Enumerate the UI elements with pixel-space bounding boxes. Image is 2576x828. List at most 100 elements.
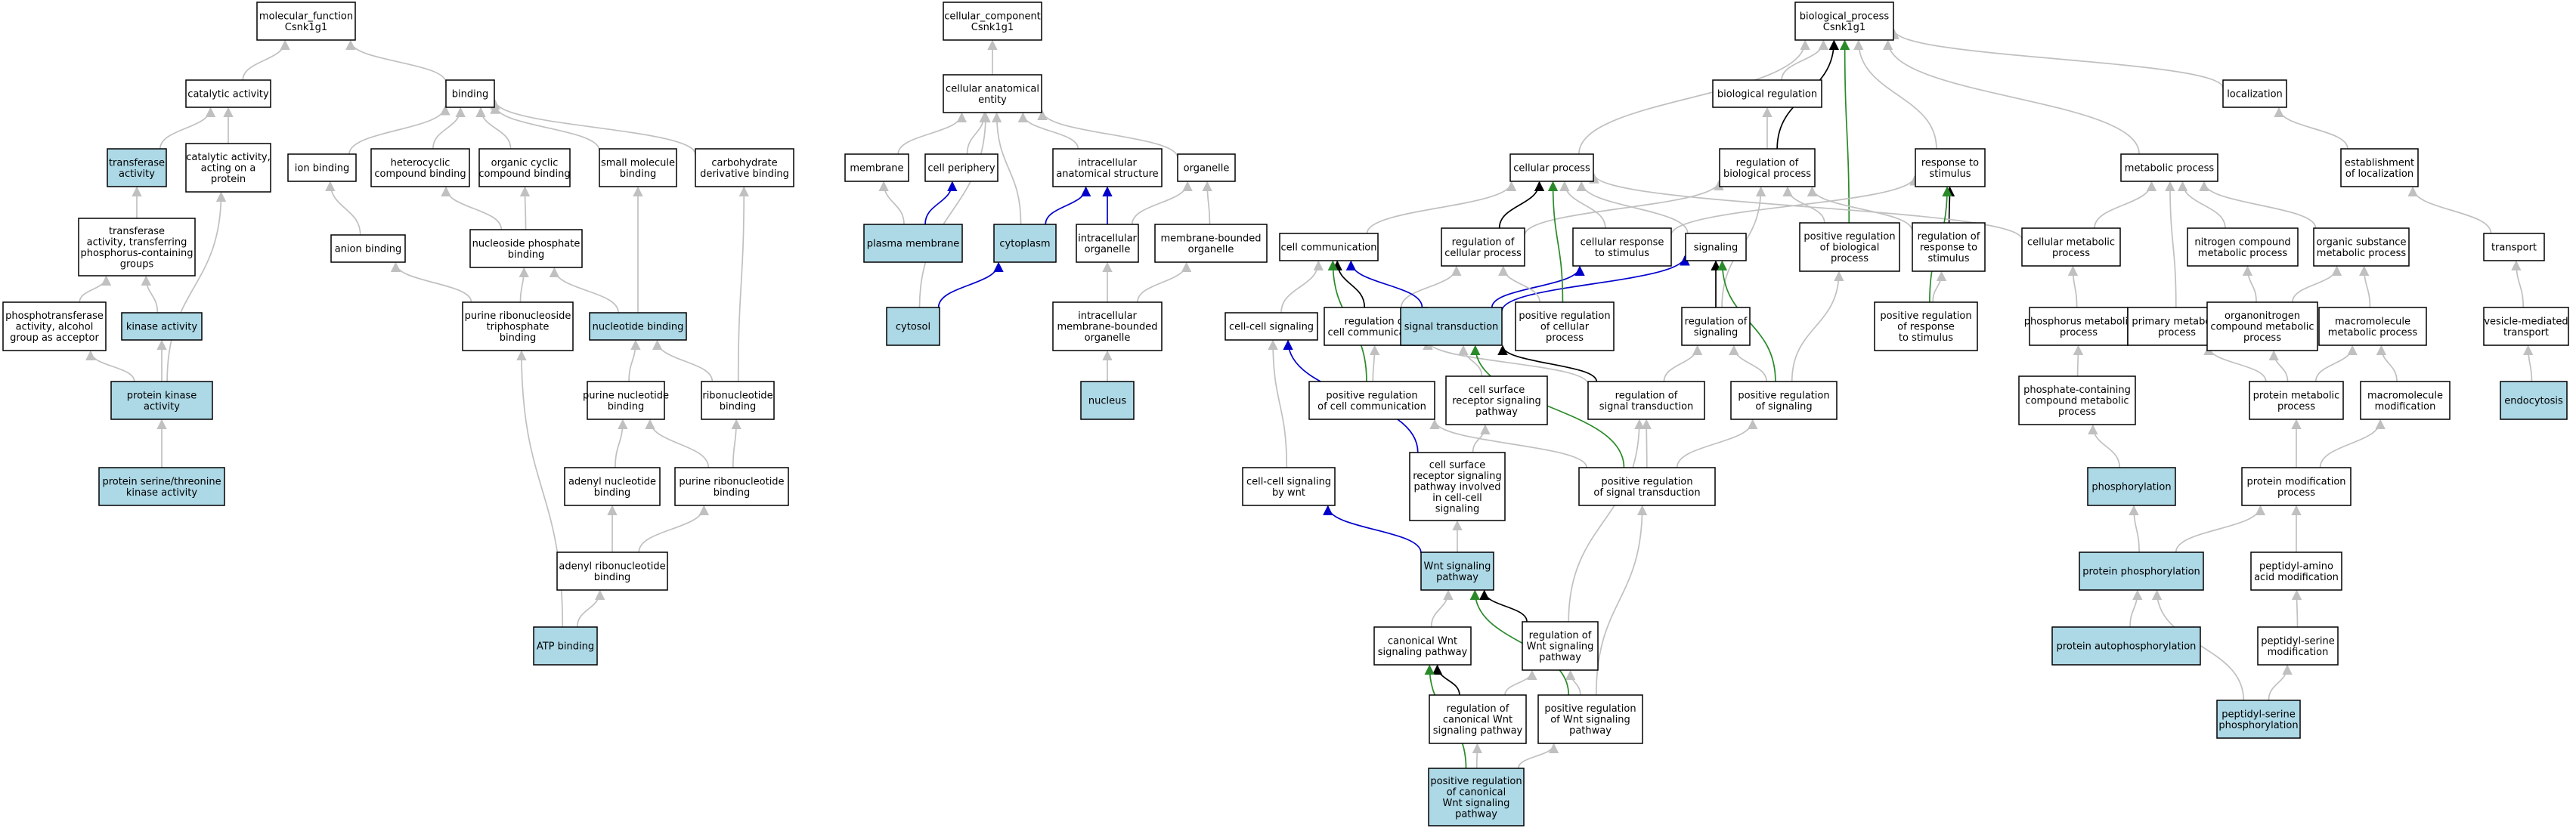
go-term-node-plasmamem[interactable]: plasma membrane xyxy=(863,224,963,263)
go-term-label-line: regulation of xyxy=(1529,630,1592,641)
go-term-label-line: positive regulation xyxy=(1601,476,1692,487)
go-term-node-nucbind[interactable]: nucleotide binding xyxy=(589,312,687,341)
go-term-box xyxy=(1685,233,1747,261)
go-term-node-sigtrans[interactable]: signal transduction xyxy=(1400,307,1503,346)
go-term-box xyxy=(2318,307,2427,346)
go-term-node-signaling[interactable]: signaling xyxy=(1685,233,1747,261)
go-term-node-cellcell[interactable]: cell-cell signaling xyxy=(1225,312,1318,341)
edge-organonit-to-nitrogen xyxy=(2242,265,2257,303)
go-term-node-cellproc[interactable]: cellular process xyxy=(1509,153,1594,182)
go-term-node-membrane[interactable]: membrane xyxy=(844,153,909,182)
go-term-node-periphery[interactable]: cell periphery xyxy=(924,153,999,182)
go-term-node-phosphorylation[interactable]: phosphorylation xyxy=(2087,467,2176,506)
go-term-label-line: phosphotransferase xyxy=(5,310,104,322)
go-term-node-catalytic[interactable]: catalytic activity xyxy=(185,79,271,108)
go-term-node-localization[interactable]: localization xyxy=(2222,79,2287,108)
go-term-node-endocytosis[interactable]: endocytosis xyxy=(2500,381,2568,420)
go-term-node-atp[interactable]: ATP binding xyxy=(533,626,598,666)
go-term-node-transport[interactable]: transport xyxy=(2483,233,2545,261)
go-term-node-cytosol[interactable]: cytosol xyxy=(886,307,940,346)
go-term-node-kinase[interactable]: kinase activity xyxy=(121,312,203,341)
go-term-label-line: signal transduction xyxy=(1599,401,1694,412)
go-term-box xyxy=(1428,768,1525,826)
go-term-node-cellcomm[interactable]: cell communication xyxy=(1279,233,1379,261)
go-term-node-anion[interactable]: anion binding xyxy=(330,234,406,263)
go-term-label-line: binding xyxy=(714,487,750,499)
go-term-node-bioreg[interactable]: biological regulation xyxy=(1712,79,1822,108)
go-term-node-autophos[interactable]: protein autophosphorylation xyxy=(2051,626,2201,666)
go-term-node-nucleus[interactable]: nucleus xyxy=(1080,381,1135,420)
go-term-node-cytoplasm[interactable]: cytoplasm xyxy=(993,224,1057,263)
go-term-node-protphos[interactable]: protein phosphorylation xyxy=(2079,551,2204,591)
go-term-node-binding[interactable]: binding xyxy=(445,79,495,108)
edge-membrane-to-cae xyxy=(897,112,968,155)
go-term-node-ionbind[interactable]: ion binding xyxy=(287,153,357,182)
go-term-node-metab[interactable]: metabolic process xyxy=(2120,153,2218,182)
go-term-node-organelle[interactable]: organelle xyxy=(1177,153,1236,182)
edge-regsigtrans-to-regcomm xyxy=(1423,339,1589,385)
